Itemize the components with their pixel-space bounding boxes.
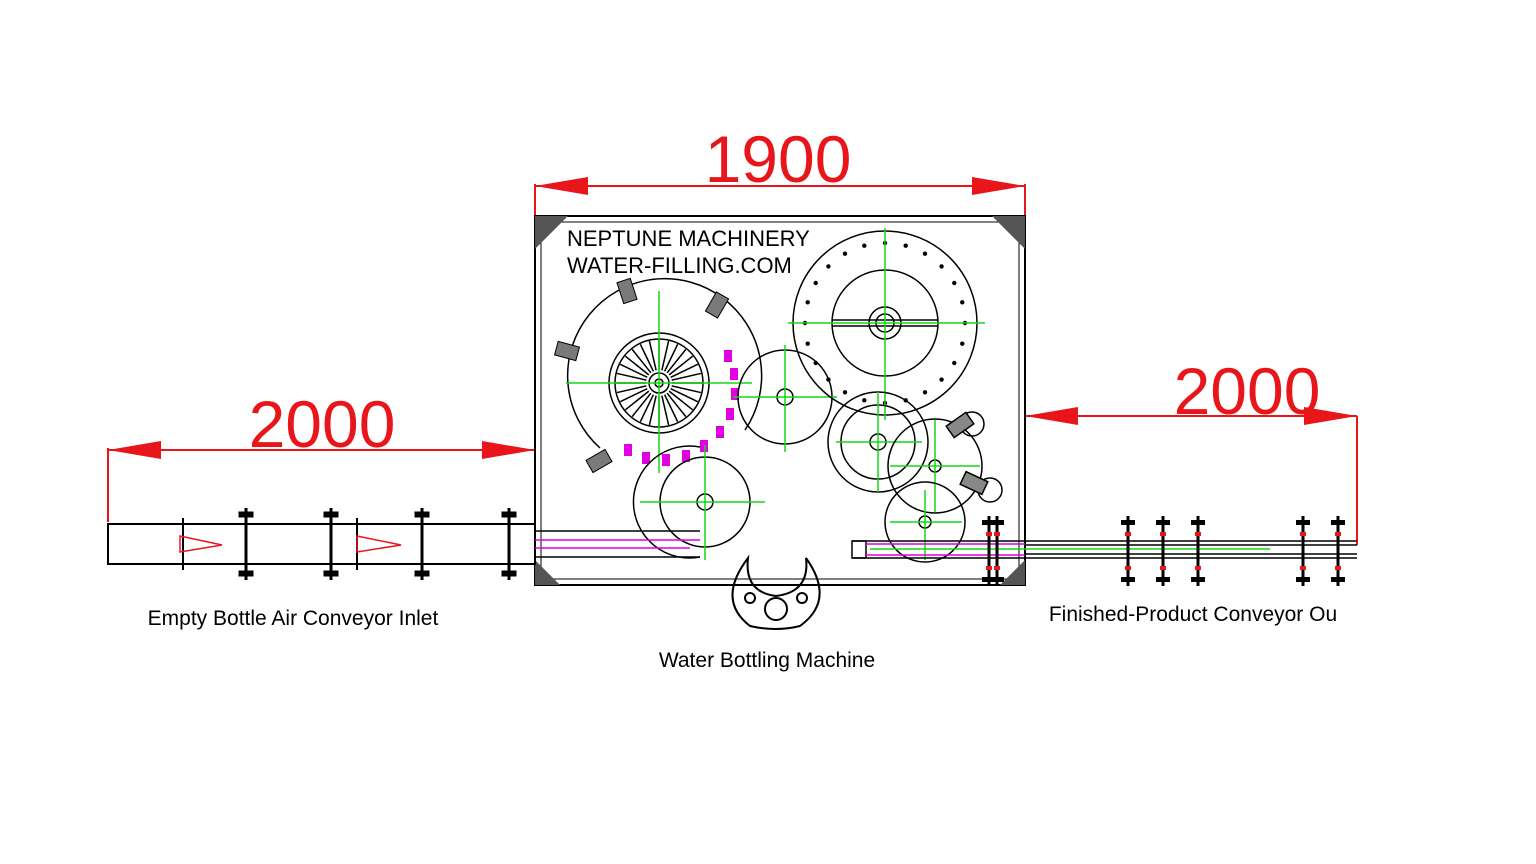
- capper-centerlines: [890, 420, 980, 512]
- dimension-top-label: 1900: [705, 122, 852, 196]
- dimension-left-label: 2000: [249, 387, 396, 461]
- rinser-turret: [566, 277, 763, 449]
- star-wheel-3-centerlines: [836, 392, 922, 492]
- outlet-label: Finished-Product Conveyor Ou: [1049, 603, 1337, 626]
- operator-station: [731, 554, 821, 630]
- brand-line-2: WATER-FILLING.COM: [567, 253, 792, 278]
- inlet-neck: [535, 530, 700, 558]
- dimension-right: [1025, 407, 1358, 545]
- inlet-supports: [238, 508, 517, 580]
- dimension-top: [534, 177, 1026, 216]
- rinser-bottle-pockets: [624, 350, 739, 466]
- rinser-centerlines: [566, 291, 752, 473]
- outlet-supports: [982, 516, 1345, 586]
- inlet-guide-rails: [535, 539, 700, 549]
- inlet-label: Empty Bottle Air Conveyor Inlet: [148, 607, 439, 630]
- dimension-right-label: 2000: [1174, 354, 1321, 428]
- cap-chute: [945, 411, 1003, 503]
- inlet-conveyor: [107, 518, 536, 570]
- star-wheel-2-centerlines: [640, 445, 765, 560]
- inlet-flow-arrows: [179, 535, 402, 553]
- star-wheel-1-centerlines: [733, 345, 837, 452]
- brand-line-1: NEPTUNE MACHINERY: [567, 226, 810, 251]
- machine-frame: [534, 215, 1026, 586]
- rinser-grippers: [553, 277, 730, 474]
- filler-centerlines: [788, 228, 985, 420]
- machine-label: Water Bottling Machine: [659, 649, 875, 672]
